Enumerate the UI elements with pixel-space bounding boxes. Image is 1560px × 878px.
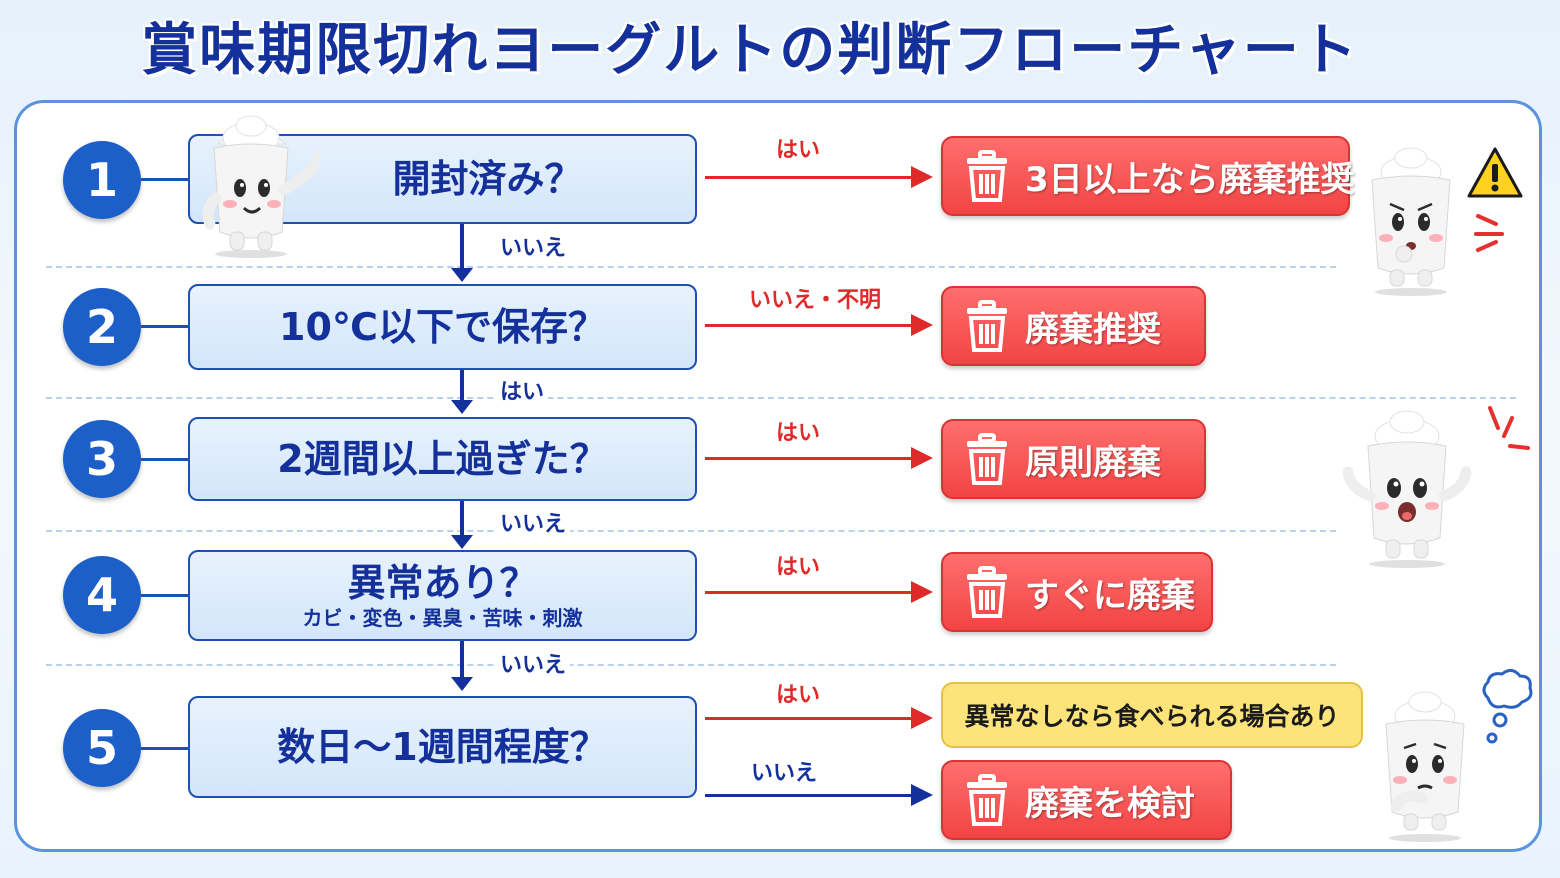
step-2-number: 2: [63, 288, 141, 366]
step-2-connector: [141, 325, 189, 328]
yogurt-mascot-shocked: [1342, 410, 1472, 568]
step-1-yes-label: はい: [776, 138, 821, 163]
step-4-question: 異常あり？: [347, 560, 538, 605]
step-2-question-box: 10℃以下で保存？: [188, 284, 697, 370]
step-1-no-arrow: [460, 224, 464, 270]
step-4-no-arrowhead: [451, 677, 473, 691]
step-3-question-box: 2週間以上過ぎた？: [188, 417, 697, 501]
step-5-connector: [141, 747, 189, 750]
step-1-question: 開封済み？: [392, 157, 583, 201]
step-2-next-arrowhead: [451, 400, 473, 414]
step-4-number: 4: [63, 556, 141, 634]
step-1-number: 1: [63, 141, 141, 219]
step-3-no-arrow: [460, 501, 464, 537]
row-divider: [46, 664, 1336, 666]
step-3-no-arrowhead: [451, 535, 473, 549]
step-3-yes-arrowhead: [911, 447, 933, 469]
step-2-question: 10℃以下で保存？: [279, 305, 606, 349]
step-3-connector: [141, 458, 189, 461]
step-3-no-label: いいえ: [496, 512, 571, 538]
step-4-result-box: すぐに廃棄: [941, 552, 1213, 632]
step-4-yes-label: はい: [776, 555, 821, 580]
step-4-no-arrow: [460, 641, 464, 679]
step-3-yes-label: はい: [776, 421, 821, 446]
step-1-no-arrowhead: [451, 268, 473, 282]
row-divider: [46, 397, 1516, 399]
trash-icon: [967, 300, 1007, 352]
row-divider: [46, 266, 1336, 268]
step-3-number: 3: [63, 420, 141, 498]
trash-icon: [967, 433, 1007, 485]
step-2-branch-label: いいえ・不明: [749, 288, 882, 313]
step-5-no-arrow: [705, 794, 913, 797]
step-5-no-label: いいえ: [751, 761, 818, 786]
trash-icon: [967, 774, 1007, 826]
step-2-result: 廃棄推奨: [1025, 309, 1161, 350]
yogurt-mascot-pointing: [202, 115, 321, 258]
step-1-yes-arrow: [705, 176, 913, 179]
step-4-yes-arrowhead: [911, 581, 933, 603]
step-3-question: 2週間以上過ぎた？: [277, 437, 608, 481]
step-3-result-box: 原則廃棄: [941, 419, 1206, 499]
step-5-no-result-box: 廃棄を検討: [941, 760, 1232, 840]
step-2-next-arrow: [460, 370, 464, 402]
step-4-connector: [141, 594, 189, 597]
trash-icon: [967, 150, 1007, 202]
step-5-no-arrowhead: [911, 784, 933, 806]
step-5-no-result: 廃棄を検討: [1025, 783, 1195, 824]
step-3-result: 原則廃棄: [1025, 442, 1161, 483]
step-4-result: すぐに廃棄: [1025, 575, 1195, 616]
step-1-yes-arrowhead: [911, 166, 933, 188]
step-2-yes-arrowhead: [911, 314, 933, 336]
step-4-yes-arrow: [705, 591, 913, 594]
step-5-yes-label: はい: [776, 683, 821, 708]
step-1-result-box: 3日以上なら廃棄推奨: [941, 136, 1355, 216]
step-5-question: 数日〜1週間程度？: [277, 725, 608, 769]
step-3-yes-arrow: [705, 457, 913, 460]
trash-icon: [967, 566, 1007, 618]
step-4-no-label: いいえ: [496, 653, 571, 679]
step-4-question-detail: カビ・変色・異臭・苦味・刺激: [302, 605, 583, 630]
row-divider: [46, 530, 1336, 532]
alert-lines-icon: [1474, 214, 1504, 252]
thought-bubble-icon: [1482, 669, 1533, 744]
shock-lines-icon: [1488, 406, 1530, 450]
step-1-result: 3日以上なら廃棄推奨: [1025, 159, 1355, 200]
step-5-yes-arrowhead: [911, 707, 933, 729]
warning-icon: [1467, 147, 1523, 198]
step-5-question-box: 数日〜1週間程度？: [188, 696, 697, 798]
step-1-no-label: いいえ: [496, 236, 571, 262]
yogurt-mascot-worried: [1371, 147, 1451, 296]
page-title: 賞味期限切れヨーグルトの判断フローチャート: [141, 18, 1359, 83]
yogurt-mascot-thinking: [1385, 691, 1465, 842]
step-2-next-label: はい: [496, 380, 549, 406]
step-5-yes-arrow: [705, 717, 913, 720]
step-4-question-box: 異常あり？ カビ・変色・異臭・苦味・刺激: [188, 550, 697, 641]
step-1-connector: [141, 178, 189, 181]
step-2-yes-arrow: [705, 324, 913, 327]
step-2-result-box: 廃棄推奨: [941, 286, 1206, 366]
step-5-number: 5: [63, 709, 141, 787]
step-5-yes-result: 異常なしなら食べられる場合あり: [941, 682, 1363, 748]
